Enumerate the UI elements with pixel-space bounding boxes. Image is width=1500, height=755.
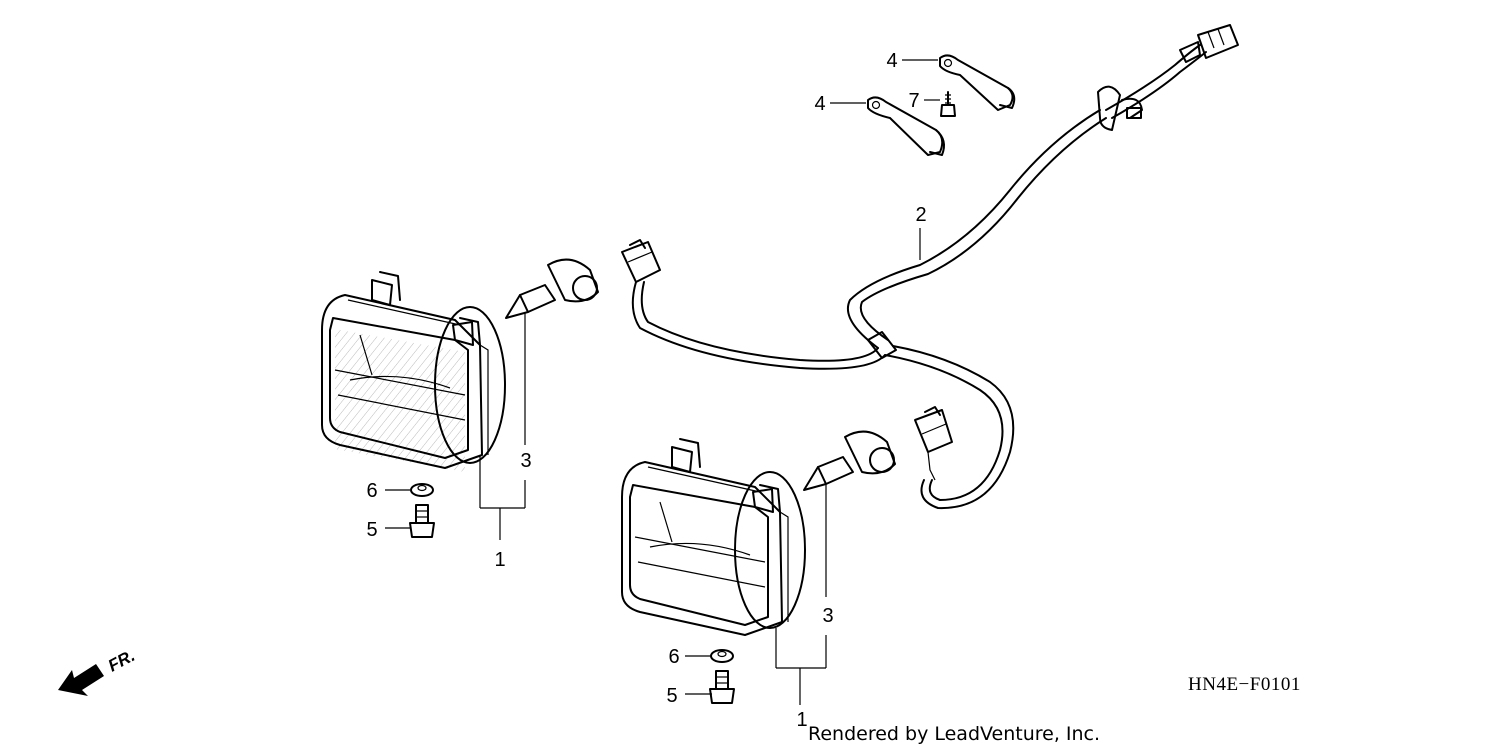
headlight-right — [621, 438, 806, 636]
wire-harness — [621, 24, 1239, 510]
callout-harness-2: 2 — [915, 204, 926, 226]
callout-upper-7: 7 — [908, 90, 919, 112]
nut-right — [710, 649, 734, 663]
front-indicator-label: FR. — [105, 646, 138, 676]
stay-lower — [867, 96, 945, 156]
callout-left-6: 6 — [366, 480, 377, 502]
front-arrow-icon — [58, 664, 104, 696]
rendered-by-credit: Rendered by LeadVenture, Inc. — [808, 723, 1100, 745]
callout-upper-4a: 4 — [886, 50, 897, 72]
callout-left-5: 5 — [366, 519, 377, 541]
bulb-right — [803, 430, 896, 491]
callout-right-5: 5 — [666, 685, 677, 707]
diagram-code: HN4E−F0101 — [1188, 674, 1301, 695]
bolt-left — [409, 504, 435, 538]
callout-right-6: 6 — [668, 646, 679, 668]
callout-left-1: 1 — [494, 549, 505, 571]
stay-upper — [939, 54, 1016, 111]
headlight-left — [321, 271, 506, 472]
callout-lines-right — [685, 485, 827, 705]
nut-left — [410, 483, 434, 497]
callout-right-3: 3 — [822, 605, 833, 627]
callout-lines-left — [385, 312, 526, 540]
bulb-left — [505, 258, 599, 319]
bolt-right — [709, 670, 735, 704]
screw — [940, 91, 956, 117]
callout-upper-4b: 4 — [814, 93, 825, 115]
callout-left-3: 3 — [520, 450, 531, 472]
callout-right-1: 1 — [796, 709, 807, 731]
